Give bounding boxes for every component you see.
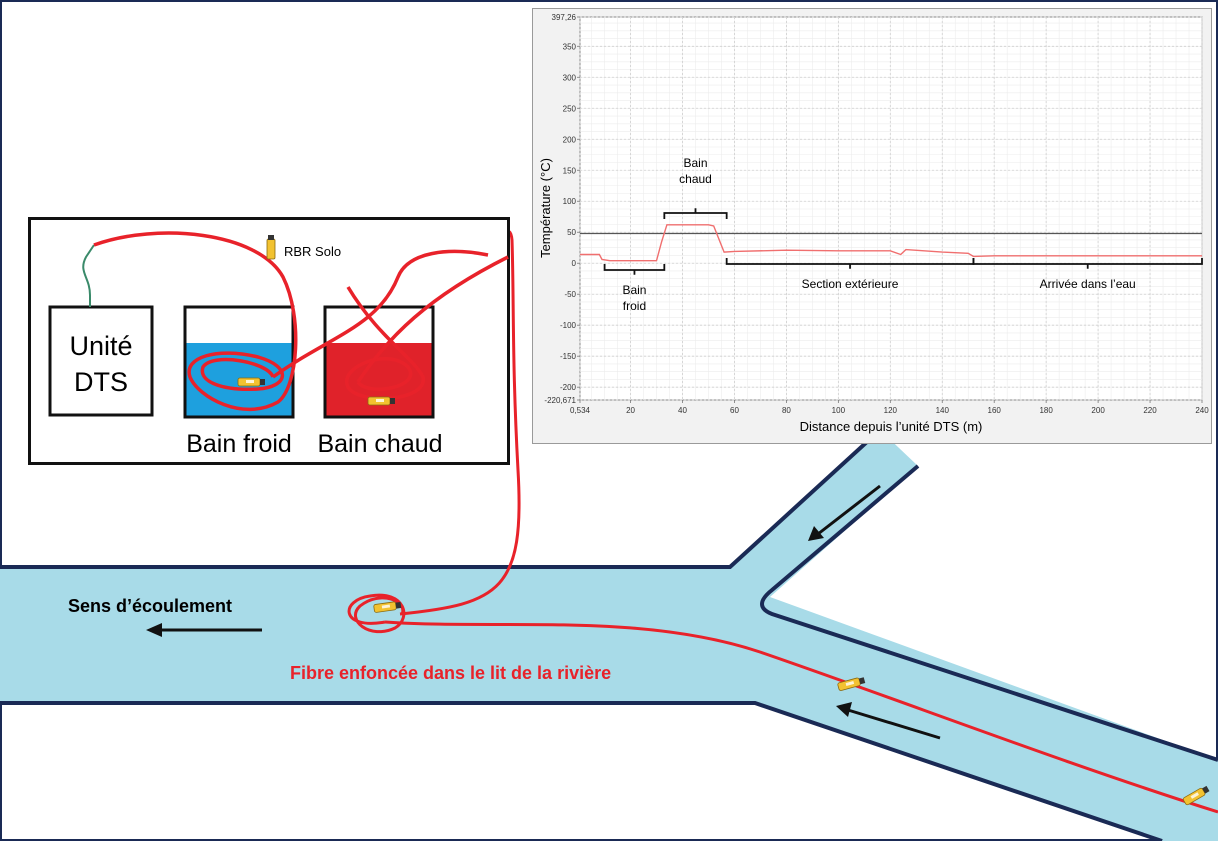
rbr-solo-label: RBR Solo <box>284 244 341 259</box>
sensor-cold-bath <box>237 377 266 387</box>
river-bank-bottom <box>0 701 1163 841</box>
annotation-label: Bain <box>622 283 646 297</box>
y-tick-label: 100 <box>563 197 577 206</box>
x-tick-label: 200 <box>1091 406 1105 415</box>
river <box>0 428 1218 841</box>
temperature-chart: 397,26 350 300 250 200 150 100 50 0 -50 -100 -150 -2… <box>532 8 1212 444</box>
x-axis-label: Distance depuis l’unité DTS (m) <box>800 419 983 434</box>
x-tick-label: 40 <box>678 406 687 415</box>
fibre-riverbed <box>384 620 1218 814</box>
flow-arrow-lower <box>836 702 941 740</box>
flow-arrow-main <box>146 623 262 637</box>
annotation-brace <box>663 208 728 219</box>
y-tick-label: 250 <box>563 104 577 113</box>
fibre-label: Fibre enfoncée dans le lit de la rivière <box>290 663 612 683</box>
flow-direction-label: Sens d’écoulement <box>68 596 233 616</box>
y-axis-label: Température (°C) <box>538 158 553 258</box>
x-tick-label: 0,534 <box>570 406 591 415</box>
flow-arrow-tributary <box>808 484 881 541</box>
plot-area <box>579 16 1203 401</box>
x-tick-labels: 0,534 20 40 60 80 100 120 140 160 180 200 220 240 <box>570 400 1209 415</box>
y-tick-label: 350 <box>563 42 577 51</box>
y-tick-label: -200 <box>560 383 577 392</box>
river-water <box>0 430 1218 841</box>
x-tick-label: 80 <box>782 406 791 415</box>
river-bank-top <box>0 428 882 569</box>
y-tick-label: -220,671 <box>544 396 576 405</box>
y-tick-label: 300 <box>563 73 577 82</box>
annotation-label: Arrivée dans l’eau <box>1040 277 1136 291</box>
y-tick-labels: 397,26 350 300 250 200 150 100 50 0 -50 -100 -150 -2… <box>544 13 580 405</box>
x-tick-label: 140 <box>936 406 950 415</box>
chart-grid <box>579 16 1203 401</box>
dts-unit-label-line1: Unité <box>69 331 132 361</box>
x-tick-label: 20 <box>626 406 635 415</box>
y-tick-label: 397,26 <box>552 13 577 22</box>
inset-fibre <box>93 231 509 412</box>
y-tick-label: 200 <box>563 135 577 144</box>
x-tick-label: 60 <box>730 406 739 415</box>
calibration-inset: Unité DTS RBR Solo Bain froid Bain chaud <box>28 217 510 465</box>
annotation-label: Bain <box>683 156 707 170</box>
sensor-hot-bath <box>367 396 396 406</box>
rbr-solo-icon <box>266 235 276 260</box>
chart-series <box>580 224 1202 262</box>
x-tick-label: 240 <box>1195 406 1209 415</box>
y-tick-label: 50 <box>567 228 576 237</box>
fibre-loop <box>347 593 406 634</box>
x-tick-label: 120 <box>884 406 898 415</box>
flow-arrows <box>146 484 941 740</box>
y-tick-label: 150 <box>563 166 577 175</box>
annotation-label: froid <box>623 299 646 313</box>
annotation-label: chaud <box>679 172 712 186</box>
river-bank-inner <box>760 464 1218 762</box>
x-tick-label: 180 <box>1039 406 1053 415</box>
x-tick-label: 160 <box>988 406 1002 415</box>
dts-unit-box <box>48 305 154 417</box>
annotation-brace <box>972 258 1203 269</box>
annotation-brace <box>603 264 666 275</box>
dts-unit-label-line2: DTS <box>74 367 128 397</box>
y-tick-label: -50 <box>564 290 576 299</box>
y-tick-label: 0 <box>572 259 577 268</box>
y-tick-label: -150 <box>560 352 577 361</box>
x-tick-label: 220 <box>1143 406 1157 415</box>
annotation-label: Section extérieure <box>802 277 899 291</box>
hot-bath-label: Bain chaud <box>317 430 442 458</box>
cold-bath-label: Bain froid <box>186 430 292 458</box>
dts-connector-wire <box>82 244 95 307</box>
temperature-series-line <box>580 224 1202 262</box>
x-tick-label: 100 <box>832 406 846 415</box>
y-tick-label: -100 <box>560 321 577 330</box>
